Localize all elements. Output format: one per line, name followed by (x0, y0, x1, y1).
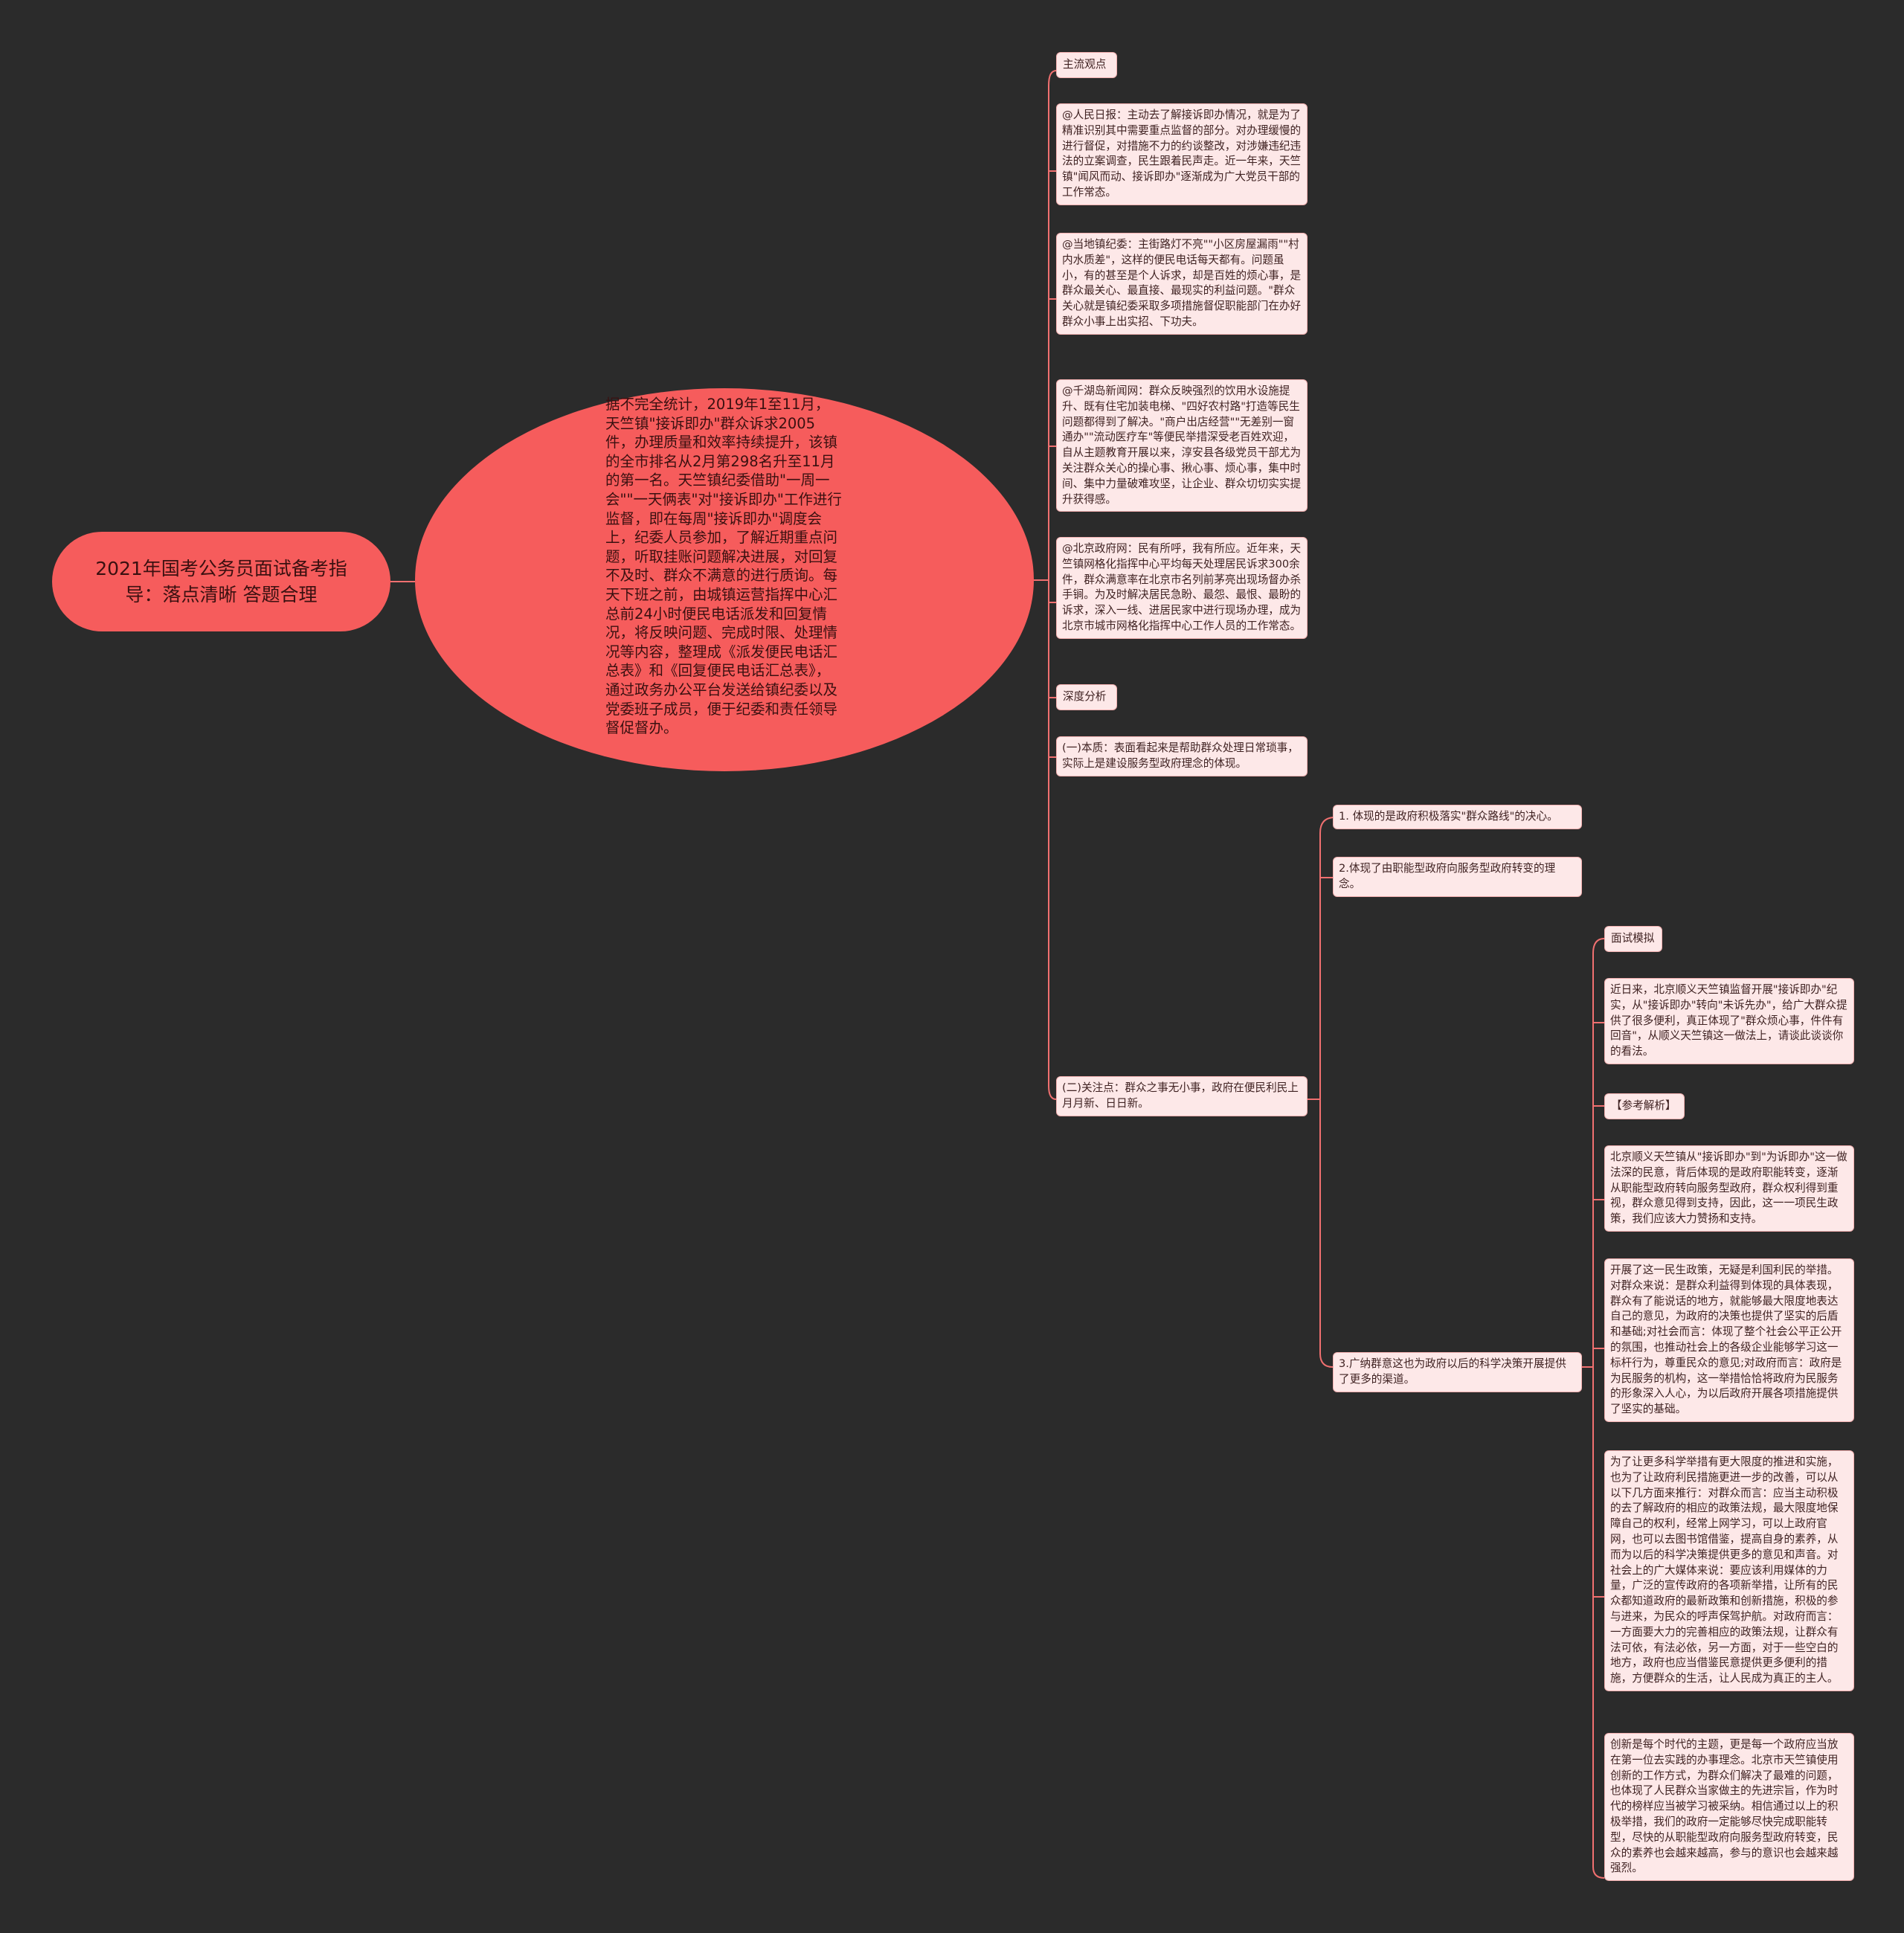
reference-node-4[interactable]: 创新是每个时代的主题，更是每一个政府应当放在第一位去实践的办事理念。北京市天竺镇… (1604, 1733, 1854, 1882)
root-topic[interactable]: 2021年国考公务员面试备考指导：落点清晰 答题合理 (52, 532, 390, 631)
reference-node-1[interactable]: 北京顺义天竺镇从"接诉即办"到"为诉即办"这一做法深的民意，背后体现的是政府职能… (1604, 1145, 1854, 1232)
interview-question-node[interactable]: 近日来，北京顺义天竺镇监督开展"接诉即办"纪实，从"接诉即办"转向"未诉先办"，… (1604, 978, 1854, 1064)
main-topic[interactable]: 据不完全统计，2019年1至11月，天竺镇"接诉即办"群众诉求2005件，办理质… (415, 388, 1034, 771)
interview-sim-label[interactable]: 面试模拟 (1604, 926, 1662, 952)
root-title: 2021年国考公务员面试备考指导：落点清晰 答题合理 (95, 558, 347, 605)
deep-analysis-label[interactable]: 深度分析 (1056, 684, 1117, 710)
mainstream-view-label[interactable]: 主流观点 (1056, 52, 1117, 78)
focus-item-3[interactable]: 3.广纳群意这也为政府以后的科学决策开展提供了更多的渠道。 (1333, 1352, 1582, 1392)
beijing-gov-node[interactable]: @北京政府网：民有所呼，我有所应。近年来，天竺镇网格化指挥中心平均每天处理居民诉… (1056, 537, 1308, 639)
reference-node-3[interactable]: 为了让更多科学举措有更大限度的推进和实施，也为了让政府利民措施更进一步的改善，可… (1604, 1450, 1854, 1691)
main-topic-text: 据不完全统计，2019年1至11月，天竺镇"接诉即办"群众诉求2005件，办理质… (605, 396, 842, 737)
focus-item-1[interactable]: 1. 体现的是政府积极落实"群众路线"的决心。 (1333, 805, 1582, 829)
reference-node-2[interactable]: 开展了这一民生政策，无疑是利国利民的举措。对群众来说：是群众利益得到体现的具体表… (1604, 1258, 1854, 1422)
reference-analysis-label[interactable]: 【参考解析】 (1604, 1093, 1685, 1119)
focus-node[interactable]: (二)关注点：群众之事无小事，政府在便民利民上月月新、日日新。 (1056, 1076, 1308, 1116)
essence-node[interactable]: (一)本质：表面看起来是帮助群众处理日常琐事，实际上是建设服务型政府理念的体现。 (1056, 736, 1308, 776)
focus-item-2[interactable]: 2.体现了由职能型政府向服务型政府转变的理念。 (1333, 857, 1582, 897)
people-daily-node[interactable]: @人民日报：主动去了解接诉即办情况，就是为了精准识别其中需要重点监督的部分。对办… (1056, 103, 1308, 205)
local-commission-node[interactable]: @当地镇纪委：主街路灯不亮""小区房屋漏雨""村内水质差"，这样的便民电话每天都… (1056, 233, 1308, 335)
qiandaohu-news-node[interactable]: @千湖岛新闻网：群众反映强烈的饮用水设施提升、既有住宅加装电梯、"四好农村路"打… (1056, 379, 1308, 512)
